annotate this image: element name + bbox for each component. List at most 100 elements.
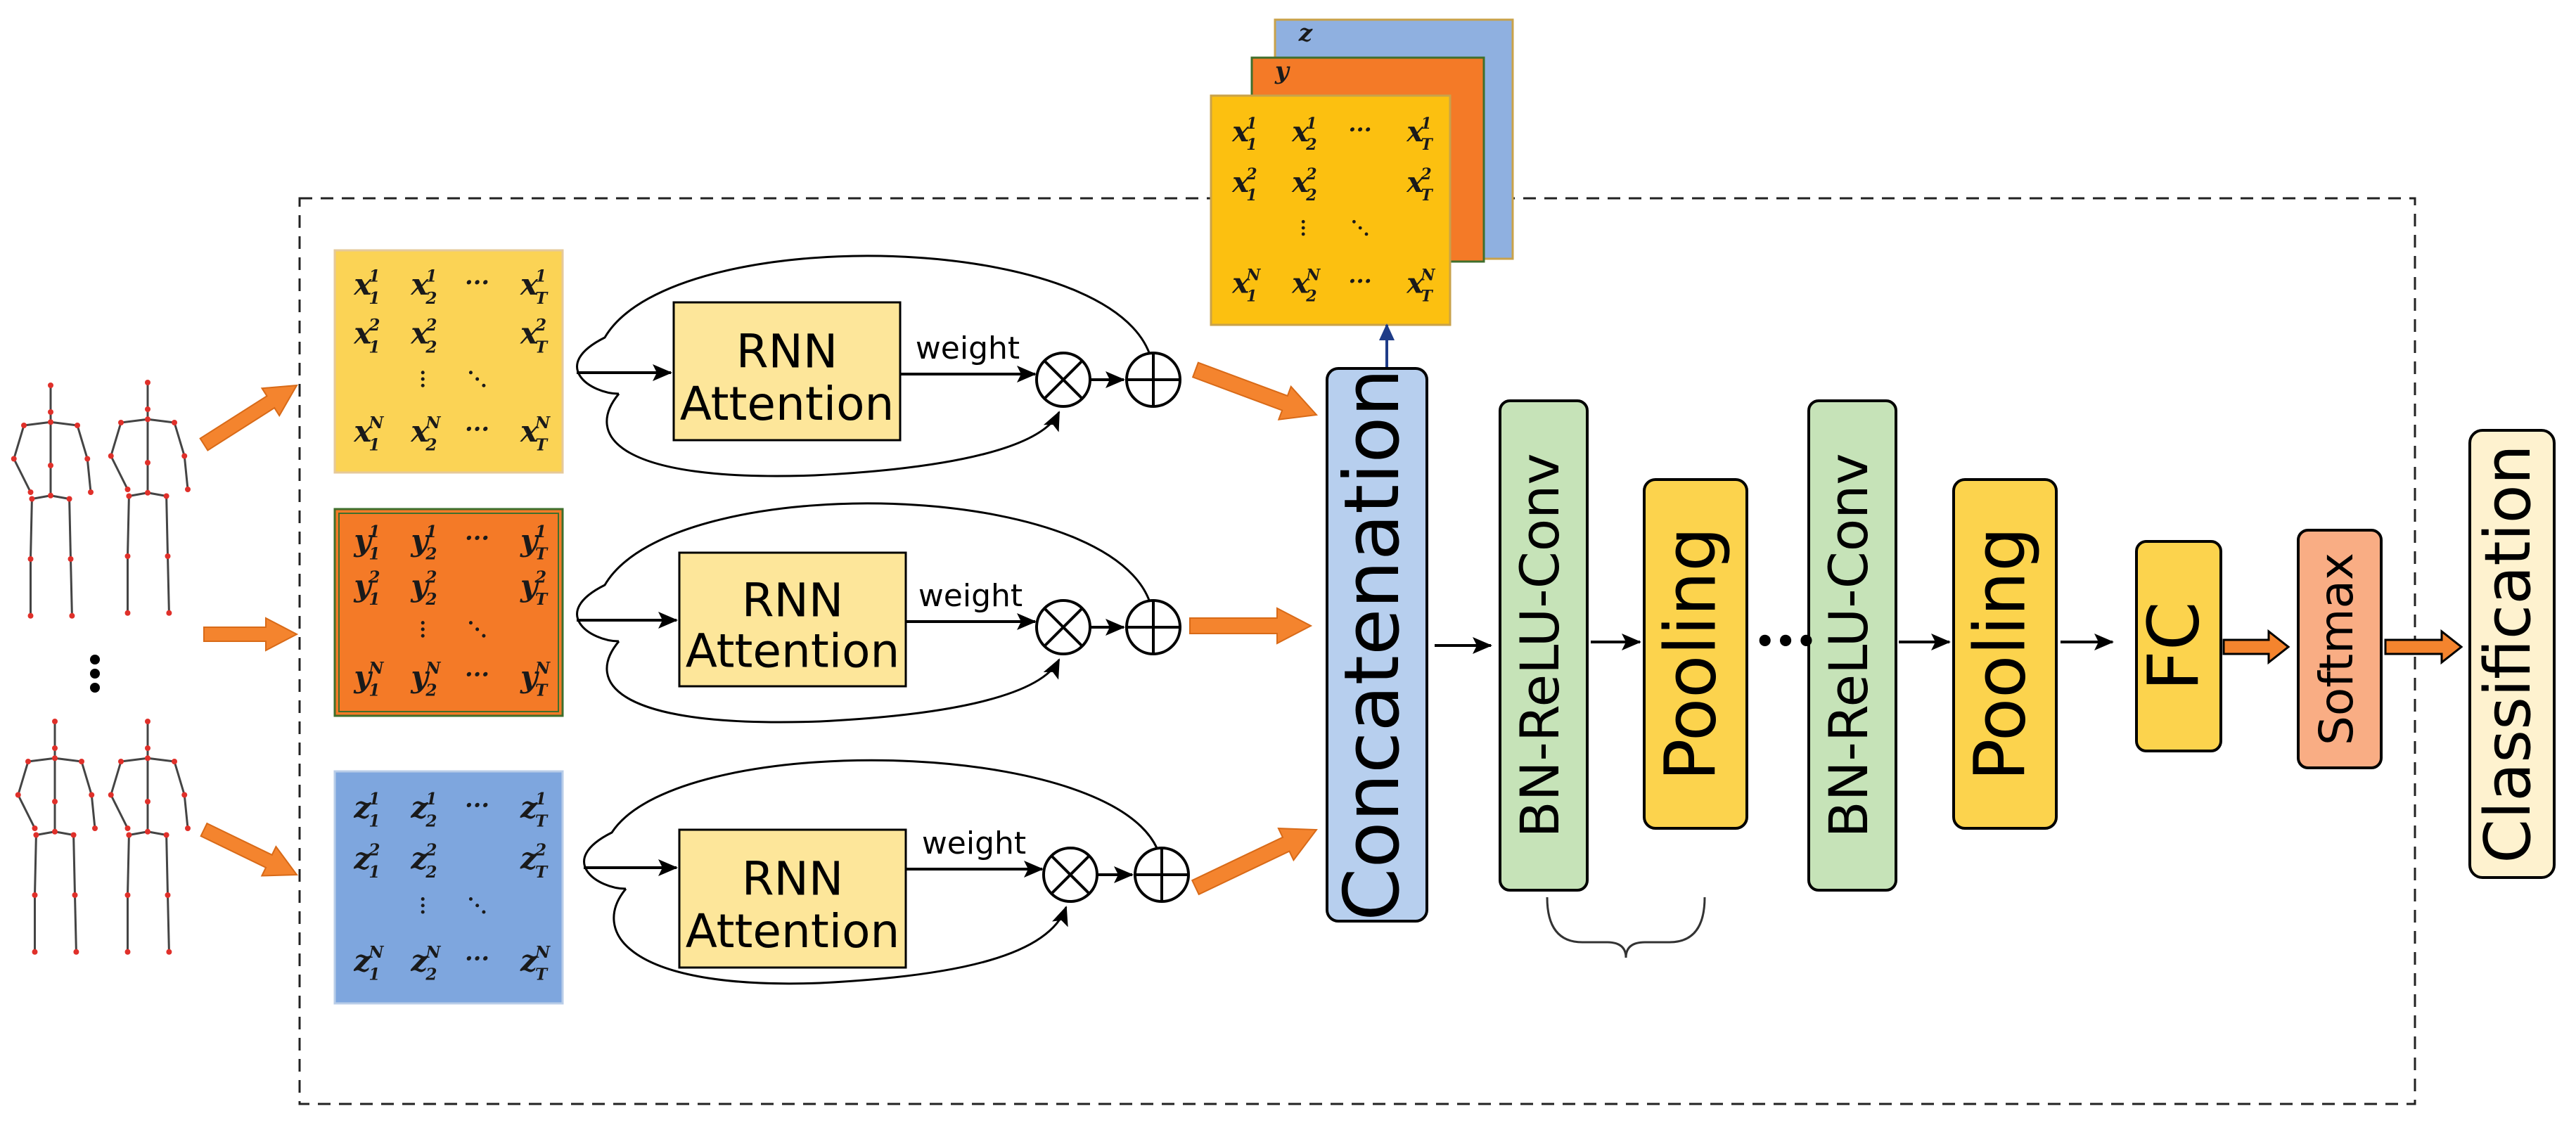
svg-text:1: 1 — [369, 522, 380, 541]
branch-out-arrow-3 — [1191, 828, 1318, 896]
svg-text:x: x — [1291, 266, 1309, 300]
svg-text:T: T — [535, 590, 549, 609]
svg-text:x: x — [1231, 166, 1250, 199]
svg-text:y: y — [520, 660, 539, 694]
svg-text:1: 1 — [535, 790, 546, 809]
svg-text:y: y — [520, 523, 539, 558]
svg-text:1: 1 — [1246, 115, 1257, 133]
svg-text:x: x — [1291, 166, 1309, 199]
svg-text:z: z — [353, 790, 371, 825]
attention-label: Attention — [686, 624, 900, 678]
svg-text:y: y — [520, 568, 539, 603]
pooling-block-2: Pooling — [1952, 478, 2058, 830]
skeleton-figures — [11, 380, 191, 955]
svg-text:N: N — [425, 943, 441, 962]
svg-text:x: x — [410, 316, 429, 351]
svg-text:y: y — [353, 523, 373, 558]
svg-text:x: x — [1406, 166, 1424, 199]
skip-path — [576, 255, 1162, 395]
svg-text:2: 2 — [1245, 165, 1257, 184]
concatenation-block: Concatenation — [1326, 367, 1428, 923]
svg-text:2: 2 — [425, 568, 437, 587]
softmax-to-class-arrow — [2384, 629, 2463, 665]
svg-text:z: z — [520, 842, 538, 876]
svg-text:2: 2 — [1420, 165, 1431, 184]
svg-text:1: 1 — [369, 965, 380, 984]
conv-label-2: BN-ReLU-Conv — [1817, 454, 1880, 838]
input-arrow-2 — [203, 617, 299, 652]
svg-text:2: 2 — [425, 965, 437, 984]
fc-to-softmax-arrow — [2222, 629, 2290, 665]
svg-text:T: T — [535, 681, 549, 700]
input-arrows — [199, 361, 1319, 896]
svg-text:1: 1 — [425, 522, 437, 541]
svg-text:1: 1 — [369, 590, 380, 609]
svg-text:1: 1 — [1306, 115, 1316, 133]
attention-weight-path — [613, 888, 1068, 985]
rnn-label: RNN — [742, 573, 844, 627]
attention-weight-path — [605, 641, 1060, 724]
svg-text:2: 2 — [534, 841, 546, 860]
svg-text:1: 1 — [369, 289, 380, 308]
svg-text:z: z — [410, 944, 428, 978]
fc-block: FC — [2132, 540, 2222, 752]
svg-text:2: 2 — [425, 289, 437, 308]
svg-text:T: T — [1421, 136, 1433, 154]
svg-text:1: 1 — [1421, 115, 1431, 133]
svg-text:···: ··· — [465, 414, 489, 442]
svg-text:2: 2 — [425, 316, 437, 335]
svg-text:1: 1 — [369, 681, 380, 700]
pooling-label-1: Pooling — [1649, 527, 1731, 781]
pipeline-arrows — [1435, 634, 2114, 654]
svg-text:···: ··· — [1348, 267, 1371, 294]
svg-text:x: x — [410, 267, 429, 302]
svg-text:z: z — [520, 944, 538, 978]
svg-text:2: 2 — [425, 841, 437, 860]
softmax-block: Softmax — [2297, 529, 2383, 769]
svg-text:y: y — [353, 660, 373, 694]
svg-text:y: y — [353, 568, 373, 603]
weight-label: weight — [918, 578, 1023, 614]
svg-text:N: N — [1305, 266, 1321, 284]
pooling-label-2: Pooling — [1959, 527, 2041, 781]
svg-text:2: 2 — [425, 435, 437, 454]
svg-text:1: 1 — [369, 790, 380, 809]
svg-text:x: x — [1291, 115, 1309, 148]
svg-text:y: y — [1274, 57, 1290, 85]
svg-text:1: 1 — [1246, 287, 1257, 305]
svg-text:x: x — [1406, 266, 1424, 300]
svg-text:2: 2 — [368, 568, 380, 587]
conv-block-2: BN-ReLU-Conv — [1807, 399, 1897, 892]
svg-text:N: N — [534, 943, 551, 962]
svg-text:2: 2 — [425, 681, 437, 700]
svg-text:N: N — [368, 413, 384, 432]
attention-branches: RNNAttentionweightRNNAttentionweightRNNA… — [576, 255, 1190, 985]
repeat-brace — [1546, 897, 1706, 958]
skeleton-2 — [108, 380, 191, 616]
svg-text:···: ··· — [465, 660, 489, 688]
rnn-label: RNN — [736, 325, 838, 379]
svg-text:T: T — [1421, 287, 1433, 305]
svg-text:2: 2 — [425, 863, 437, 882]
svg-text:y: y — [410, 568, 430, 603]
svg-text:···: ··· — [465, 268, 489, 296]
svg-text:N: N — [534, 659, 551, 678]
svg-text:N: N — [1420, 266, 1435, 284]
branch-out-arrow-1 — [1191, 361, 1319, 420]
attention-label: Attention — [680, 377, 895, 431]
svg-text:1: 1 — [425, 266, 437, 285]
svg-text:z: z — [353, 944, 371, 978]
classification-label: Classification — [2471, 444, 2545, 863]
svg-text:1: 1 — [369, 544, 380, 563]
svg-text:x: x — [520, 267, 539, 302]
svg-text:x: x — [520, 316, 539, 351]
svg-text:2: 2 — [1305, 165, 1316, 184]
svg-text:x: x — [520, 414, 539, 449]
svg-text:2: 2 — [1305, 287, 1316, 305]
